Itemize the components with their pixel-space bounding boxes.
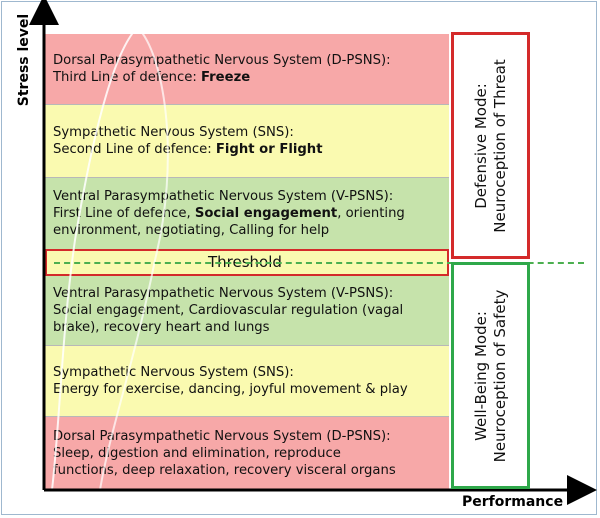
threshold-line [54, 262, 584, 264]
band-vpsns-social: Ventral Parasympathetic Nervous System (… [45, 276, 449, 345]
band-separator [45, 177, 449, 178]
band-title: Sympathetic Nervous System (SNS): [53, 365, 294, 380]
band-description: First Line of defence, Social engagement… [53, 206, 405, 221]
wellbeing-mode-box: Well-Being Mode: Neuroception of Safety [451, 262, 530, 489]
band-emphasis: Social engagement [194, 206, 338, 221]
x-axis-label: Performance [462, 494, 564, 510]
band-separator [45, 416, 449, 417]
defensive-mode-label: Defensive Mode: Neuroception of Threat [471, 58, 509, 233]
band-description: Sleep, digestion and elimination, reprod… [53, 445, 341, 461]
band-description-cont: brake), recovery heart and lungs [53, 320, 270, 335]
wellbeing-mode-label: Well-Being Mode: Neuroception of Safety [471, 289, 509, 462]
band-description: Energy for exercise, dancing, joyful mov… [53, 382, 408, 397]
band-dpsns-freeze: Dorsal Parasympathetic Nervous System (D… [45, 34, 449, 104]
band-separator [45, 345, 449, 346]
band-description-cont: functions, deep relaxation, recovery vis… [53, 462, 396, 478]
band-emphasis: Fight or Flight [215, 142, 323, 157]
band-dpsns-rest: Dorsal Parasympathetic Nervous System (D… [45, 417, 449, 489]
y-axis-label: Stress level [16, 13, 32, 107]
band-vpsns-defence: Ventral Parasympathetic Nervous System (… [45, 178, 449, 249]
band-description: Social engagement, Cardiovascular regula… [53, 303, 404, 318]
band-title: Ventral Parasympathetic Nervous System (… [53, 189, 394, 204]
defensive-mode-box: Defensive Mode: Neuroception of Threat [451, 32, 530, 259]
band-title: Ventral Parasympathetic Nervous System (… [53, 286, 394, 301]
band-description-cont: environment, negotiating, Calling for he… [53, 223, 330, 238]
band-title: Dorsal Parasympathetic Nervous System (D… [53, 428, 391, 444]
performance-curve [51, 29, 136, 491]
band-separator [45, 104, 449, 105]
band-title: Sympathetic Nervous System (SNS): [53, 125, 294, 140]
band-sns-exercise: Sympathetic Nervous System (SNS): Energy… [45, 346, 449, 416]
band-emphasis: Freeze [201, 70, 251, 85]
band-sns-fight-flight: Sympathetic Nervous System (SNS): Second… [45, 105, 449, 177]
band-title: Dorsal Parasympathetic Nervous System (D… [53, 53, 391, 68]
performance-curve-shadow [99, 29, 169, 491]
